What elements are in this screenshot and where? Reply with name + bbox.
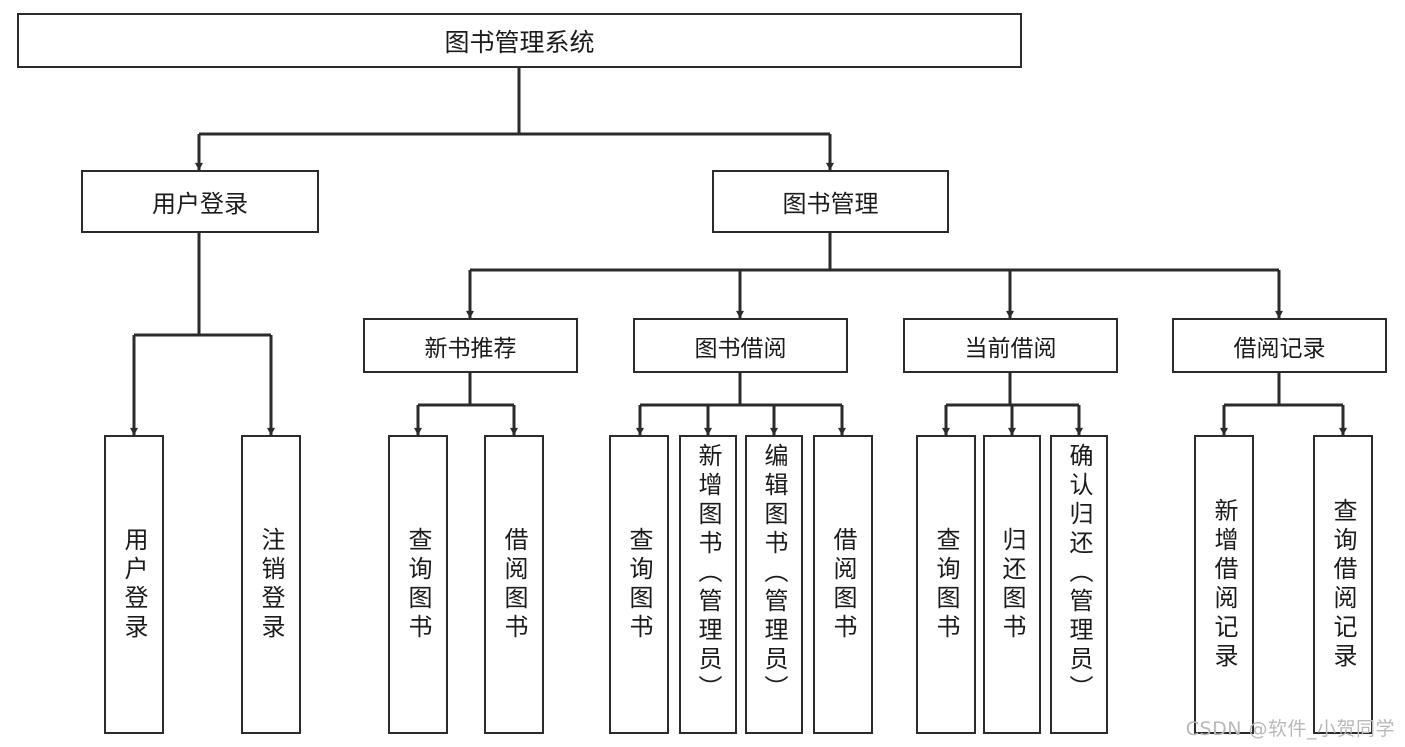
leaf-label: 注销登录 <box>257 526 285 643</box>
leaf-record-add[interactable]: 新增借阅记录 <box>1194 435 1254 734</box>
node-new-book-recommend-label: 新书推荐 <box>424 335 517 362</box>
node-book-management[interactable]: 图书管理 <box>712 170 949 233</box>
leaf-label: 查询图书 <box>404 526 432 643</box>
leaf-borrow-edit-book[interactable]: 编辑图书（管理员） <box>745 435 803 734</box>
node-borrow-record-label: 借阅记录 <box>1233 335 1326 362</box>
leaf-label: 确认归还（管理员） <box>1065 443 1093 704</box>
leaf-record-query[interactable]: 查询借阅记录 <box>1313 435 1373 734</box>
watermark-text: CSDN @软件_小贺同学 <box>1185 718 1395 740</box>
leaf-label: 借阅图书 <box>829 526 857 643</box>
node-new-book-recommend[interactable]: 新书推荐 <box>363 318 578 373</box>
leaf-label: 用户登录 <box>120 526 148 643</box>
leaf-label: 归还图书 <box>998 526 1026 643</box>
leaf-borrow-borrow-book[interactable]: 借阅图书 <box>813 435 873 734</box>
leaf-new-book-borrow[interactable]: 借阅图书 <box>484 435 544 734</box>
leaf-borrow-query-book[interactable]: 查询图书 <box>609 435 669 734</box>
leaf-new-book-query[interactable]: 查询图书 <box>388 435 448 734</box>
leaf-label: 查询借阅记录 <box>1329 497 1357 672</box>
leaf-label: 新增借阅记录 <box>1210 497 1238 672</box>
node-user-login[interactable]: 用户登录 <box>81 170 319 233</box>
node-current-borrow-label: 当前借阅 <box>964 335 1057 362</box>
node-book-borrow[interactable]: 图书借阅 <box>633 318 848 373</box>
leaf-user-login-signin[interactable]: 用户登录 <box>104 435 164 734</box>
leaf-label: 查询图书 <box>932 526 960 643</box>
node-book-borrow-label: 图书借阅 <box>694 335 787 362</box>
leaf-label: 查询图书 <box>625 526 653 643</box>
node-root-label: 图书管理系统 <box>444 27 595 57</box>
leaf-current-return-book[interactable]: 归还图书 <box>983 435 1041 734</box>
node-root[interactable]: 图书管理系统 <box>17 13 1022 68</box>
node-borrow-record[interactable]: 借阅记录 <box>1172 318 1387 373</box>
leaf-current-query-book[interactable]: 查询图书 <box>916 435 976 734</box>
leaf-label: 借阅图书 <box>500 526 528 643</box>
leaf-label: 编辑图书（管理员） <box>760 443 788 704</box>
node-user-login-label: 用户登录 <box>152 190 248 218</box>
leaf-borrow-add-book[interactable]: 新增图书（管理员） <box>679 435 737 734</box>
leaf-user-login-signout[interactable]: 注销登录 <box>241 435 301 734</box>
leaf-current-confirm-return[interactable]: 确认归还（管理员） <box>1050 435 1108 734</box>
node-book-management-label: 图书管理 <box>782 190 879 218</box>
node-current-borrow[interactable]: 当前借阅 <box>903 318 1118 373</box>
leaf-label: 新增图书（管理员） <box>694 443 722 704</box>
